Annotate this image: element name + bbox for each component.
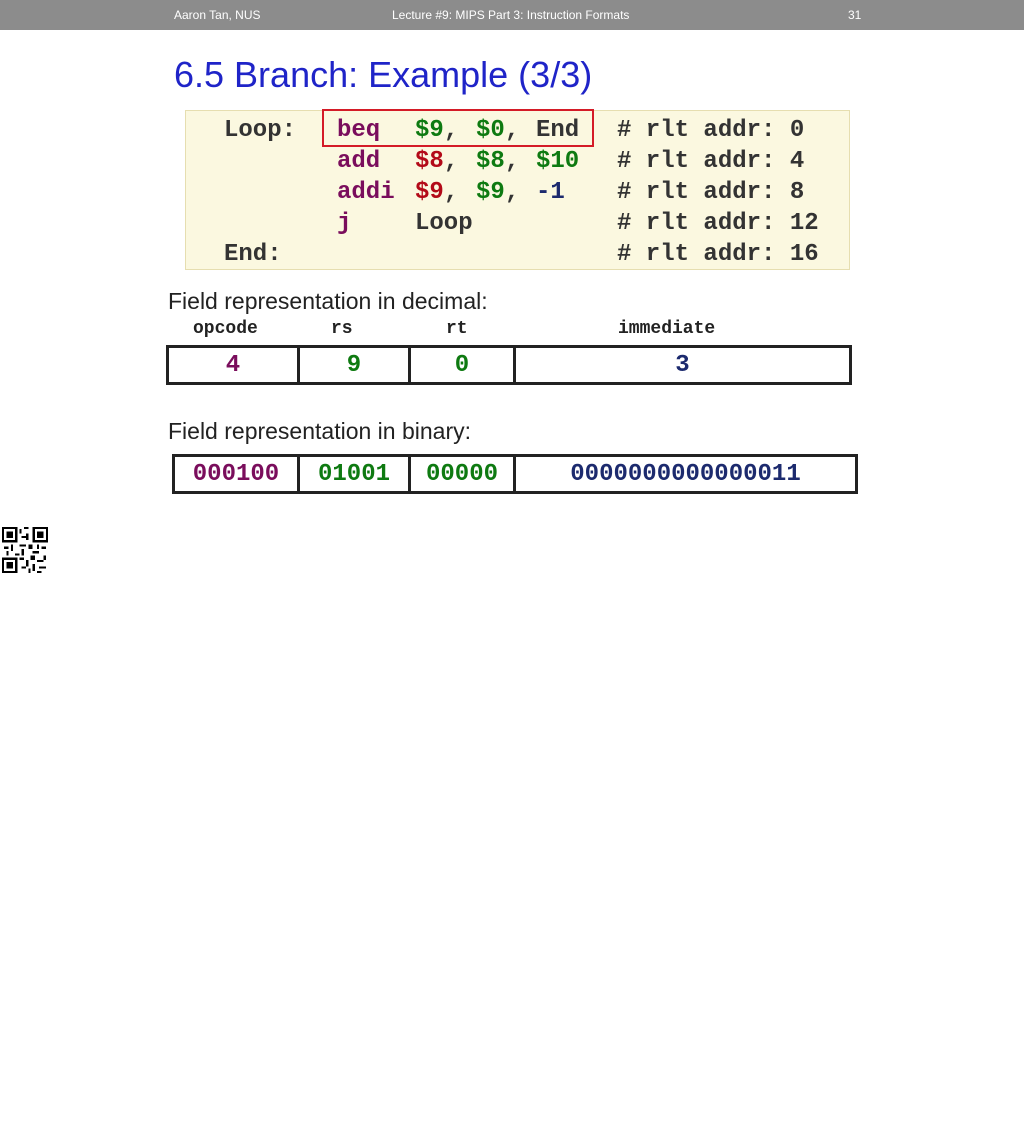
decimal-opcode: 4 [166,345,300,385]
comment: # rlt addr: 16 [617,241,819,268]
comment: # rlt addr: 8 [617,179,805,206]
instr-op-add: add [337,148,381,175]
j-target: Loop [415,210,473,237]
add-rt: $10 [536,148,580,175]
binary-rs: 01001 [297,454,411,494]
instr-op-addi: addi [337,179,395,206]
highlight-box [322,109,594,147]
instr-op-j: j [337,210,352,237]
slide-title: 6.5 Branch: Example (3/3) [174,54,593,95]
field-label-rs: rs [331,319,353,339]
comma: , [444,148,459,175]
instr-op-beq: beq [337,117,381,144]
comment: # rlt addr: 12 [617,210,819,237]
comma: , [505,179,520,206]
binary-immediate: 0000000000000011 [513,454,858,494]
binary-heading: Field representation in binary: [168,418,471,444]
qr-code-icon [2,527,48,573]
author-text: Aaron Tan, NUS [174,8,261,22]
decimal-rt: 0 [408,345,516,385]
page-number: 31 [848,8,862,22]
field-label-immediate: immediate [618,319,716,339]
slide-header: Aaron Tan, NUS Lecture #9: MIPS Part 3: … [0,0,1024,30]
decimal-rs: 9 [297,345,411,385]
decimal-heading: Field representation in decimal: [168,288,488,314]
comment: # rlt addr: 4 [617,148,805,175]
add-rs: $8 [476,148,505,175]
beq-rs: $9 [415,117,444,144]
comma: , [505,148,520,175]
end-label: End: [224,241,282,268]
comma: , [444,117,459,144]
decimal-fields-table: 4 9 0 3 [166,345,852,385]
decimal-immediate: 3 [513,345,852,385]
field-label-rt: rt [446,319,468,339]
field-label-opcode: opcode [193,319,258,339]
comma: , [505,117,520,144]
lecture-title: Lecture #9: MIPS Part 3: Instruction For… [392,8,630,22]
comma: , [444,179,459,206]
addi-rs: $9 [476,179,505,206]
binary-opcode: 000100 [172,454,300,494]
addi-imm: -1 [536,179,565,206]
code-block: Loop: End: beq $9 , $0 , End # rlt addr:… [185,110,850,270]
binary-fields-table: 000100 01001 00000 0000000000000011 [172,454,858,494]
addi-rt: $9 [415,179,444,206]
add-rd: $8 [415,148,444,175]
beq-rt: $0 [476,117,505,144]
loop-label: Loop: [224,117,297,144]
comment: # rlt addr: 0 [617,117,805,144]
beq-label: End [536,117,580,144]
binary-rt: 00000 [408,454,516,494]
